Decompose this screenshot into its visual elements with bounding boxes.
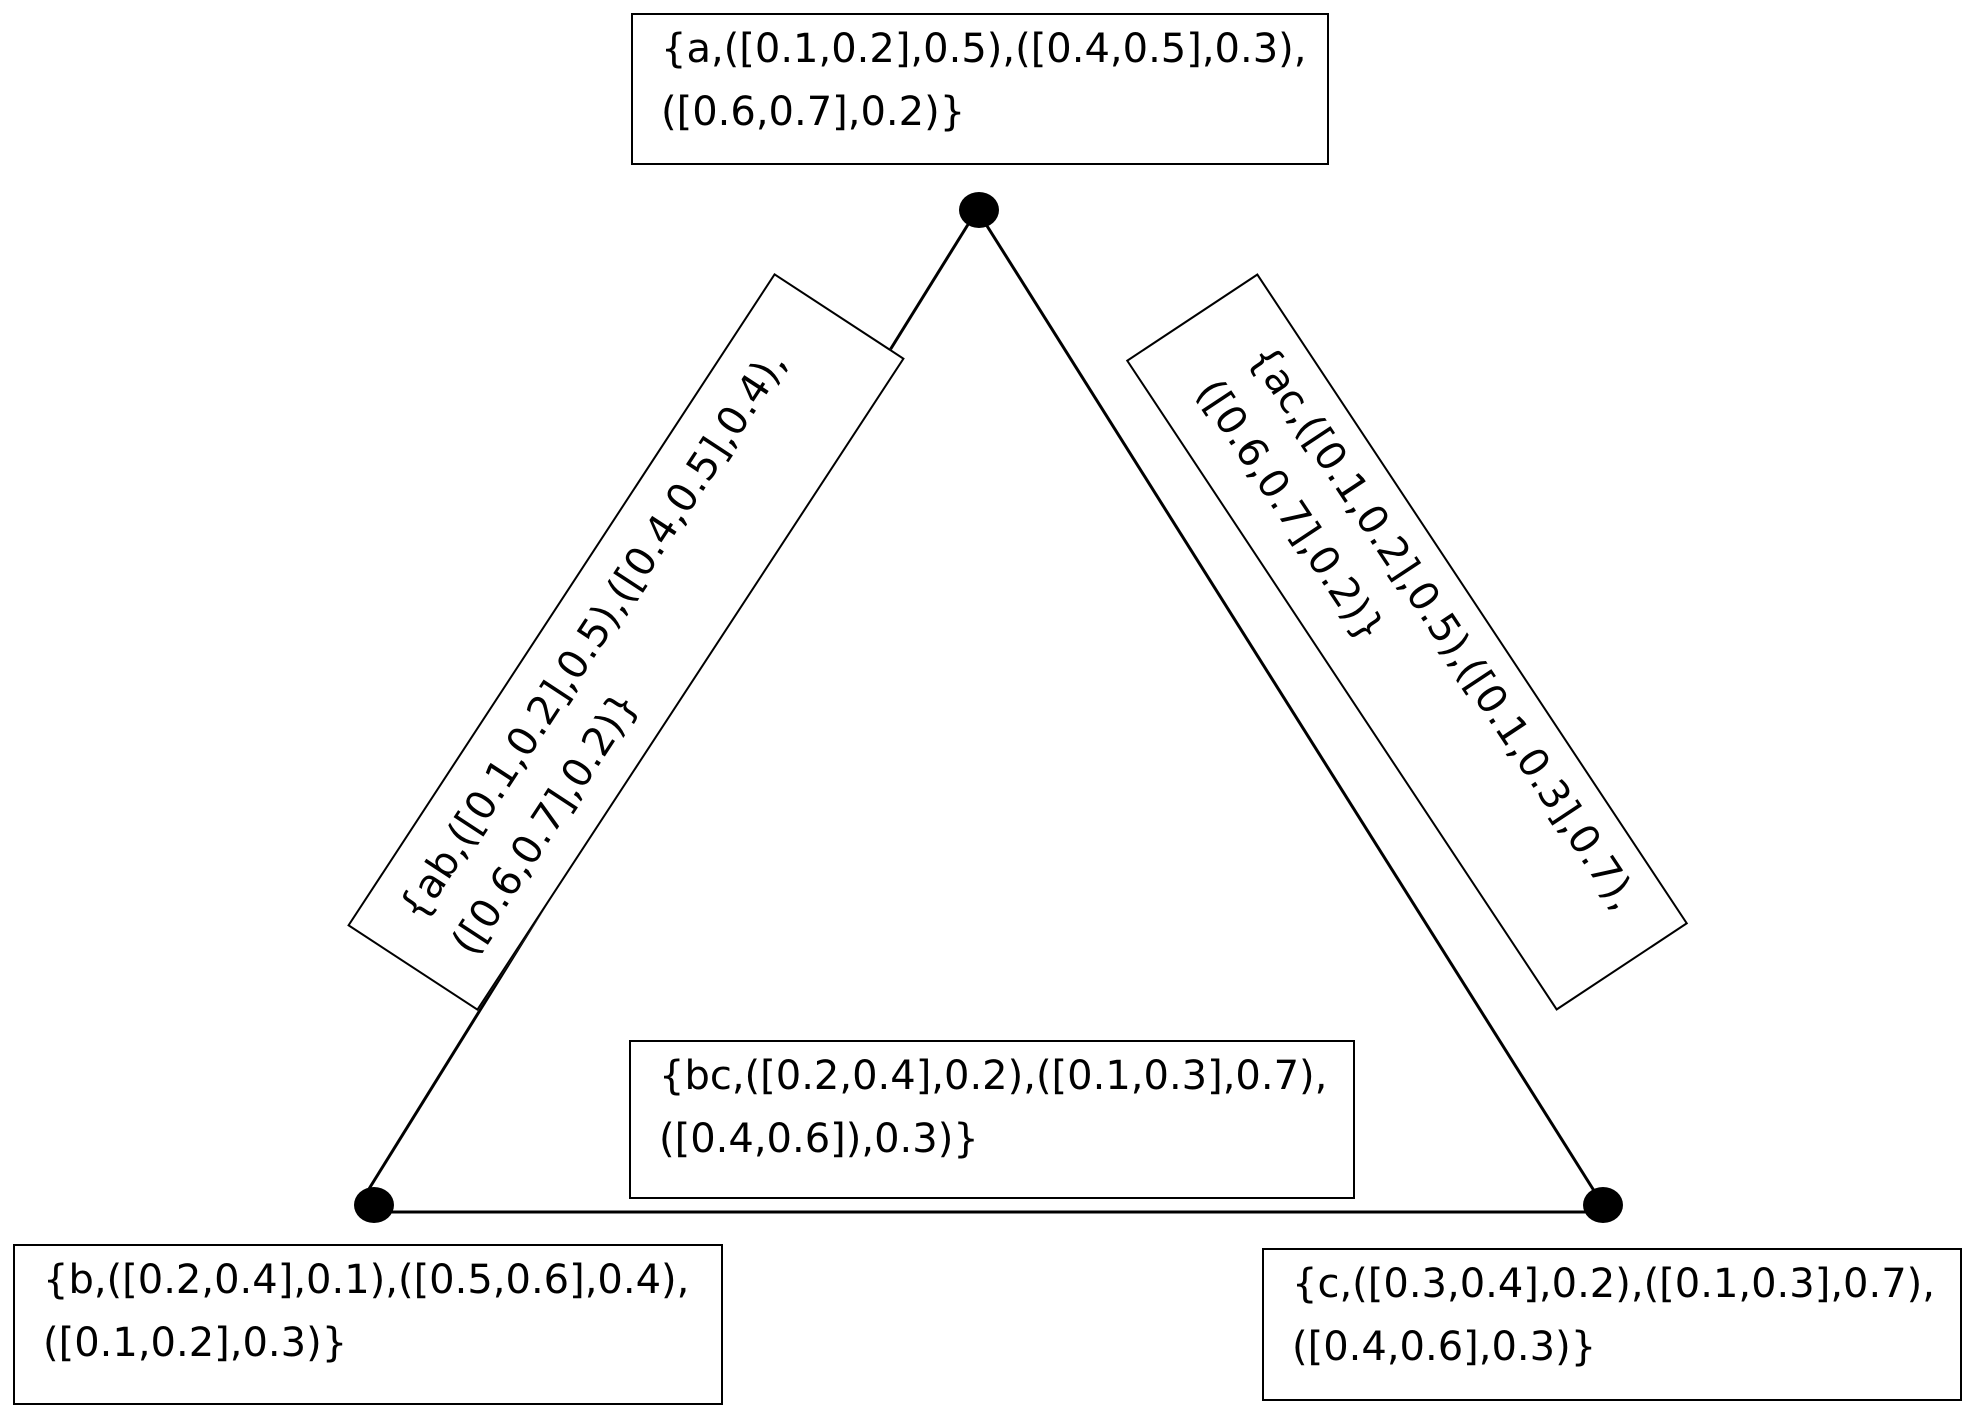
vertex-c-label-box: {c,([0.3,0.4],0.2),([0.1,0.3],0.7), ([0.… <box>1262 1248 1962 1401</box>
vertex-a-node <box>959 192 999 228</box>
vertex-b-node <box>354 1187 394 1223</box>
edge-bc-label-box: {bc,([0.2,0.4],0.2),([0.1,0.3],0.7), ([0… <box>629 1040 1355 1199</box>
edge-bc-label-line-2: ([0.4,0.6]),0.3)} <box>659 1116 979 1162</box>
vertex-c-label-line-2: ([0.4,0.6],0.3)} <box>1292 1324 1597 1370</box>
edge-ac-line <box>975 209 1605 1206</box>
vertex-a-label-box: {a,([0.1,0.2],0.5),([0.4,0.5],0.3), ([0.… <box>631 13 1329 165</box>
vertex-b-label-box: {b,([0.2,0.4],0.1),([0.5,0.6],0.4), ([0.… <box>13 1244 723 1405</box>
edge-bc-label-line-1: {bc,([0.2,0.4],0.2),([0.1,0.3],0.7), <box>659 1053 1328 1099</box>
vertex-b-label-line-2: ([0.1,0.2],0.3)} <box>43 1320 348 1366</box>
vertex-a-label-line-1: {a,([0.1,0.2],0.5),([0.4,0.5],0.3), <box>661 26 1307 72</box>
vertex-a-label-line-2: ([0.6,0.7],0.2)} <box>661 89 966 135</box>
vertex-c-node <box>1583 1187 1623 1223</box>
vertex-c-label-line-1: {c,([0.3,0.4],0.2),([0.1,0.3],0.7), <box>1292 1261 1935 1307</box>
vertex-b-label-line-1: {b,([0.2,0.4],0.1),([0.5,0.6],0.4), <box>43 1257 690 1303</box>
